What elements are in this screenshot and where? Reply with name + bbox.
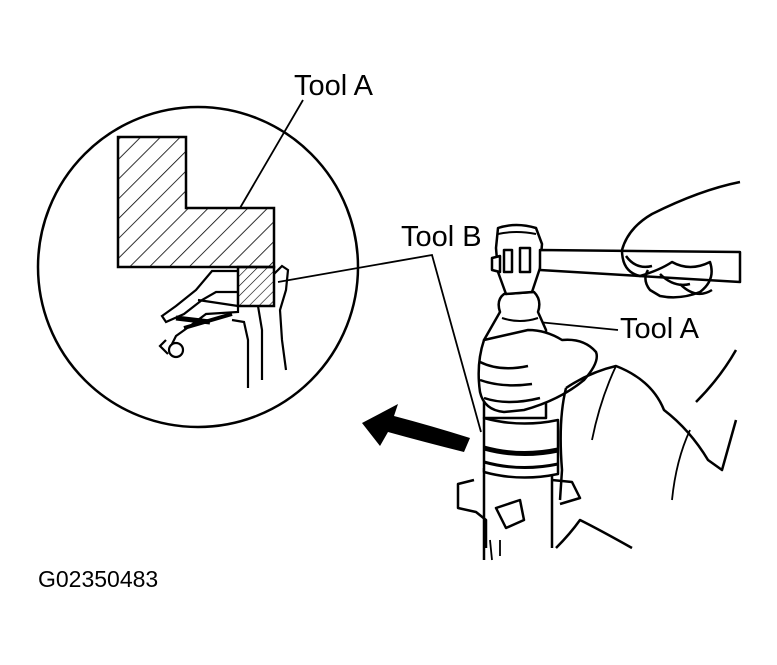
main-scene (456, 180, 742, 561)
lower-hand (477, 328, 598, 414)
tool-b-label: Tool B (401, 221, 482, 253)
tool-a-label-right: Tool A (620, 313, 699, 345)
arrow-icon (362, 404, 470, 452)
tool-b (482, 416, 560, 479)
seal-detail (158, 264, 290, 388)
tool-b-section (236, 265, 276, 308)
figure-code: G02350483 (38, 566, 159, 592)
upper-hand (620, 180, 741, 299)
leader-lines (239, 99, 619, 433)
tool-a-label-top: Tool A (294, 70, 373, 102)
arm-sleeve (555, 364, 738, 550)
detail-circle (36, 105, 360, 429)
tool-a-section (116, 135, 276, 269)
